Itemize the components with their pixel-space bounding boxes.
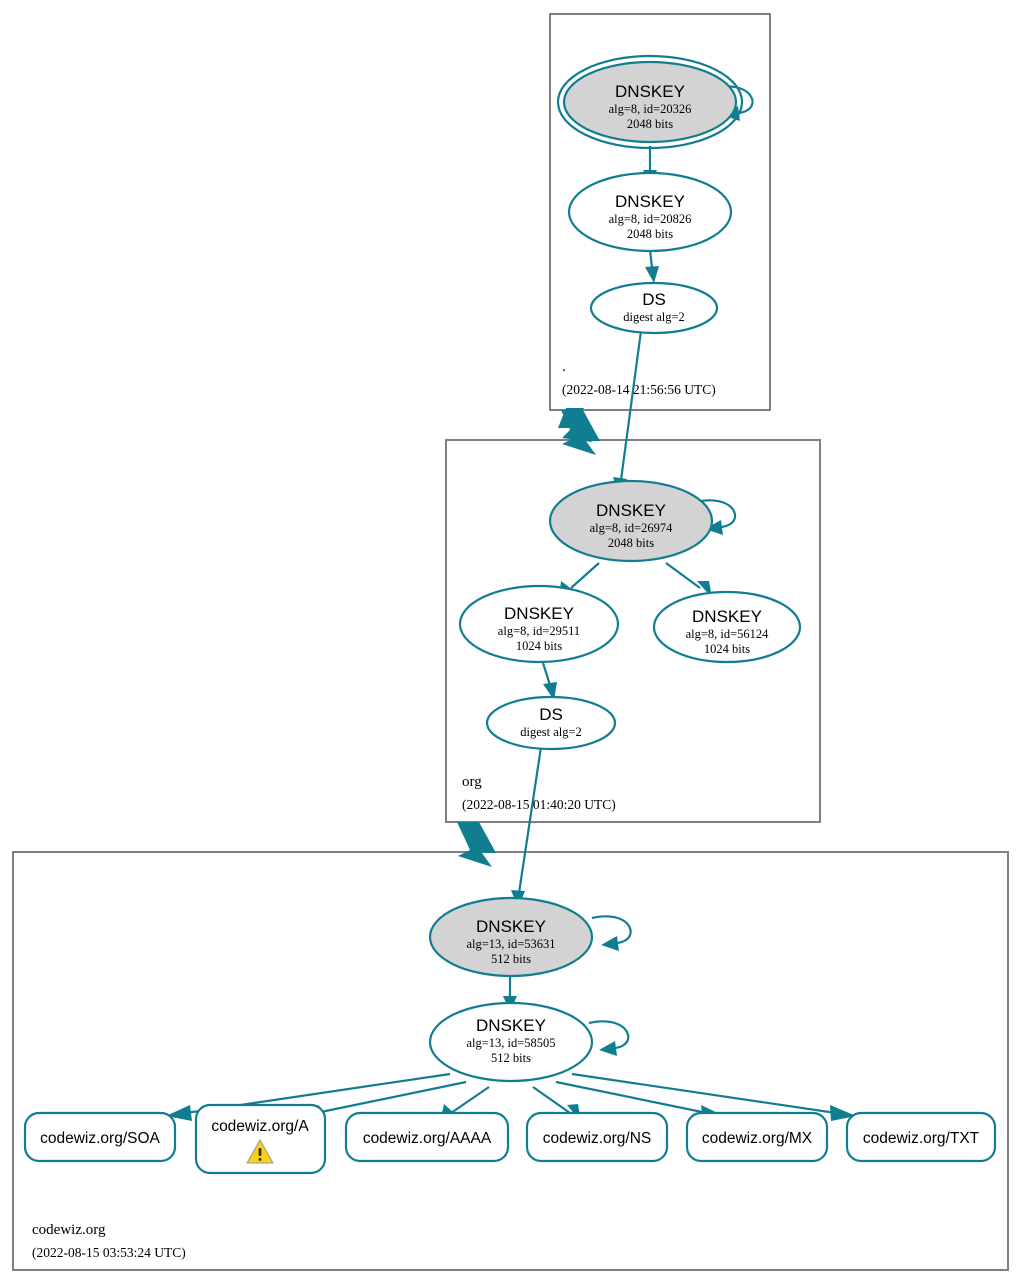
zone-codewiz-name: codewiz.org [32, 1222, 106, 1238]
node-codewiz-ksk-alg-id: alg=13, id=53631 [466, 937, 555, 951]
rrset-codewiz-txt[interactable]: codewiz.org/TXT [845, 1111, 997, 1163]
node-codewiz-ksk-type: DNSKEY [476, 917, 546, 936]
node-org-zsk2-bits: 1024 bits [704, 642, 750, 656]
node-root-zsk-type: DNSKEY [615, 192, 685, 211]
node-org-zsk1-type: DNSKEY [504, 604, 574, 623]
zone-org: org (2022-08-15 01:40:20 UTC) [445, 439, 821, 823]
rrset-codewiz-mx-label: codewiz.org/MX [702, 1130, 813, 1147]
node-root-zsk-alg-id: alg=8, id=20826 [609, 212, 692, 226]
node-root-ksk-type: DNSKEY [615, 82, 685, 101]
node-root-ds[interactable]: DS digest alg=2 [589, 281, 719, 335]
zone-codewiz: codewiz.org (2022-08-15 03:53:24 UTC) [12, 851, 1009, 1271]
node-org-zsk1-ellipse [458, 584, 620, 664]
node-org-zsk1-alg-id: alg=8, id=29511 [498, 624, 580, 638]
zone-root-name: . [562, 359, 566, 375]
rrset-codewiz-soa[interactable]: codewiz.org/SOA [23, 1111, 177, 1163]
edge-org-ksk-self [695, 499, 736, 529]
node-codewiz-ksk-bits: 512 bits [491, 952, 531, 966]
edge-root-ds-to-org-ksk [619, 330, 643, 481]
edge-org-zsk1-to-ds-arrowhead [543, 682, 557, 700]
zone-root: . (2022-08-14 21:56:56 UTC) [549, 13, 771, 411]
rrset-codewiz-mx-box [685, 1111, 829, 1163]
edge-cw-ksk-self [591, 915, 632, 945]
edge-org-ds-to-codewiz-ksk [517, 746, 543, 894]
zone-org-name: org [462, 774, 482, 790]
node-org-zsk2-alg-id: alg=8, id=56124 [686, 627, 770, 641]
node-root-ds-type: DS [642, 290, 666, 309]
node-org-ds-ellipse [485, 695, 617, 751]
node-org-ds-type: DS [539, 705, 563, 724]
node-codewiz-zsk-alg-id: alg=13, id=58505 [466, 1036, 555, 1050]
node-org-zsk2-type: DNSKEY [692, 607, 762, 626]
edges-zsk-to-rrsets [166, 1072, 856, 1122]
rrset-codewiz-a[interactable]: codewiz.org/A [194, 1103, 327, 1175]
node-root-zsk-bits: 2048 bits [627, 227, 673, 241]
node-org-zsk2[interactable]: DNSKEY alg=8, id=56124 1024 bits [652, 590, 802, 664]
node-root-ksk-alg-id: alg=8, id=20326 [609, 102, 692, 116]
node-codewiz-ksk[interactable]: DNSKEY alg=13, id=53631 512 bits [428, 896, 594, 978]
rrset-codewiz-aaaa[interactable]: codewiz.org/AAAA [344, 1111, 510, 1163]
edge-cw-zsk-self [588, 1020, 630, 1050]
edge-org-zsk1-to-ds [541, 662, 552, 686]
node-root-ksk-trust-anchor-ring [556, 54, 744, 150]
edge-org-ksk-to-zsk2 [665, 562, 701, 589]
node-org-ksk-bits: 2048 bits [608, 536, 654, 550]
node-org-ds[interactable]: DS digest alg=2 [485, 695, 617, 751]
node-codewiz-zsk-bits: 512 bits [491, 1051, 531, 1065]
edge-root-zsk-to-ds-arrowhead [645, 266, 659, 283]
node-org-ksk-ellipse [548, 479, 714, 563]
delegation-arrow-org-to-codewiz [457, 822, 496, 867]
node-org-zsk2-ellipse [652, 590, 802, 664]
rrset-codewiz-soa-label: codewiz.org/SOA [40, 1130, 160, 1147]
node-root-ksk-ellipse [562, 60, 738, 144]
rrset-codewiz-mx[interactable]: codewiz.org/MX [685, 1111, 829, 1163]
node-root-zsk-ellipse [567, 171, 733, 253]
rrset-codewiz-soa-box [23, 1111, 177, 1163]
delegation-arrow-root-to-org [558, 408, 600, 455]
rrset-codewiz-txt-box [845, 1111, 997, 1163]
rrset-codewiz-ns[interactable]: codewiz.org/NS [525, 1111, 669, 1163]
node-org-ds-digest: digest alg=2 [520, 725, 582, 739]
warning-triangle-icon [246, 1139, 274, 1164]
node-org-ksk-type: DNSKEY [596, 501, 666, 520]
node-root-ds-ellipse [589, 281, 719, 335]
zone-root-timestamp: (2022-08-14 21:56:56 UTC) [562, 382, 716, 397]
node-codewiz-zsk[interactable]: DNSKEY alg=13, id=58505 512 bits [428, 1001, 594, 1083]
edge-cw-ksk-self-arrowhead [601, 936, 619, 951]
edge-org-ksk-to-zsk1 [570, 562, 600, 589]
zone-root-border [549, 13, 771, 411]
rrset-codewiz-aaaa-box [344, 1111, 510, 1163]
node-root-ksk-bits: 2048 bits [627, 117, 673, 131]
node-root-ds-digest: digest alg=2 [623, 310, 685, 324]
zone-codewiz-timestamp: (2022-08-15 03:53:24 UTC) [32, 1245, 186, 1260]
node-org-zsk1[interactable]: DNSKEY alg=8, id=29511 1024 bits [458, 584, 620, 664]
rrset-codewiz-ns-box [525, 1111, 669, 1163]
node-root-zsk[interactable]: DNSKEY alg=8, id=20826 2048 bits [567, 171, 733, 253]
node-org-ksk-alg-id: alg=8, id=26974 [590, 521, 674, 535]
rrset-codewiz-a-label: codewiz.org/A [211, 1118, 309, 1135]
edge-root-zsk-to-ds [648, 248, 654, 269]
rrset-codewiz-ns-label: codewiz.org/NS [543, 1130, 652, 1147]
rrset-codewiz-a-box [194, 1103, 327, 1175]
zone-org-timestamp: (2022-08-15 01:40:20 UTC) [462, 797, 616, 812]
zone-codewiz-border [12, 851, 1009, 1271]
rrset-codewiz-aaaa-label: codewiz.org/AAAA [363, 1130, 492, 1147]
edge-org-ksk-self-arrowhead [705, 520, 723, 535]
rrset-codewiz-txt-label: codewiz.org/TXT [863, 1130, 980, 1147]
edge-cw-zsk-self-arrowhead [599, 1041, 617, 1056]
node-org-ksk[interactable]: DNSKEY alg=8, id=26974 2048 bits [548, 479, 714, 563]
node-codewiz-zsk-ellipse [428, 1001, 594, 1083]
node-codewiz-zsk-type: DNSKEY [476, 1016, 546, 1035]
node-root-ksk[interactable]: DNSKEY alg=8, id=20326 2048 bits [556, 54, 744, 150]
zone-org-border [445, 439, 821, 823]
node-codewiz-ksk-ellipse [428, 896, 594, 978]
node-org-zsk1-bits: 1024 bits [516, 639, 562, 653]
